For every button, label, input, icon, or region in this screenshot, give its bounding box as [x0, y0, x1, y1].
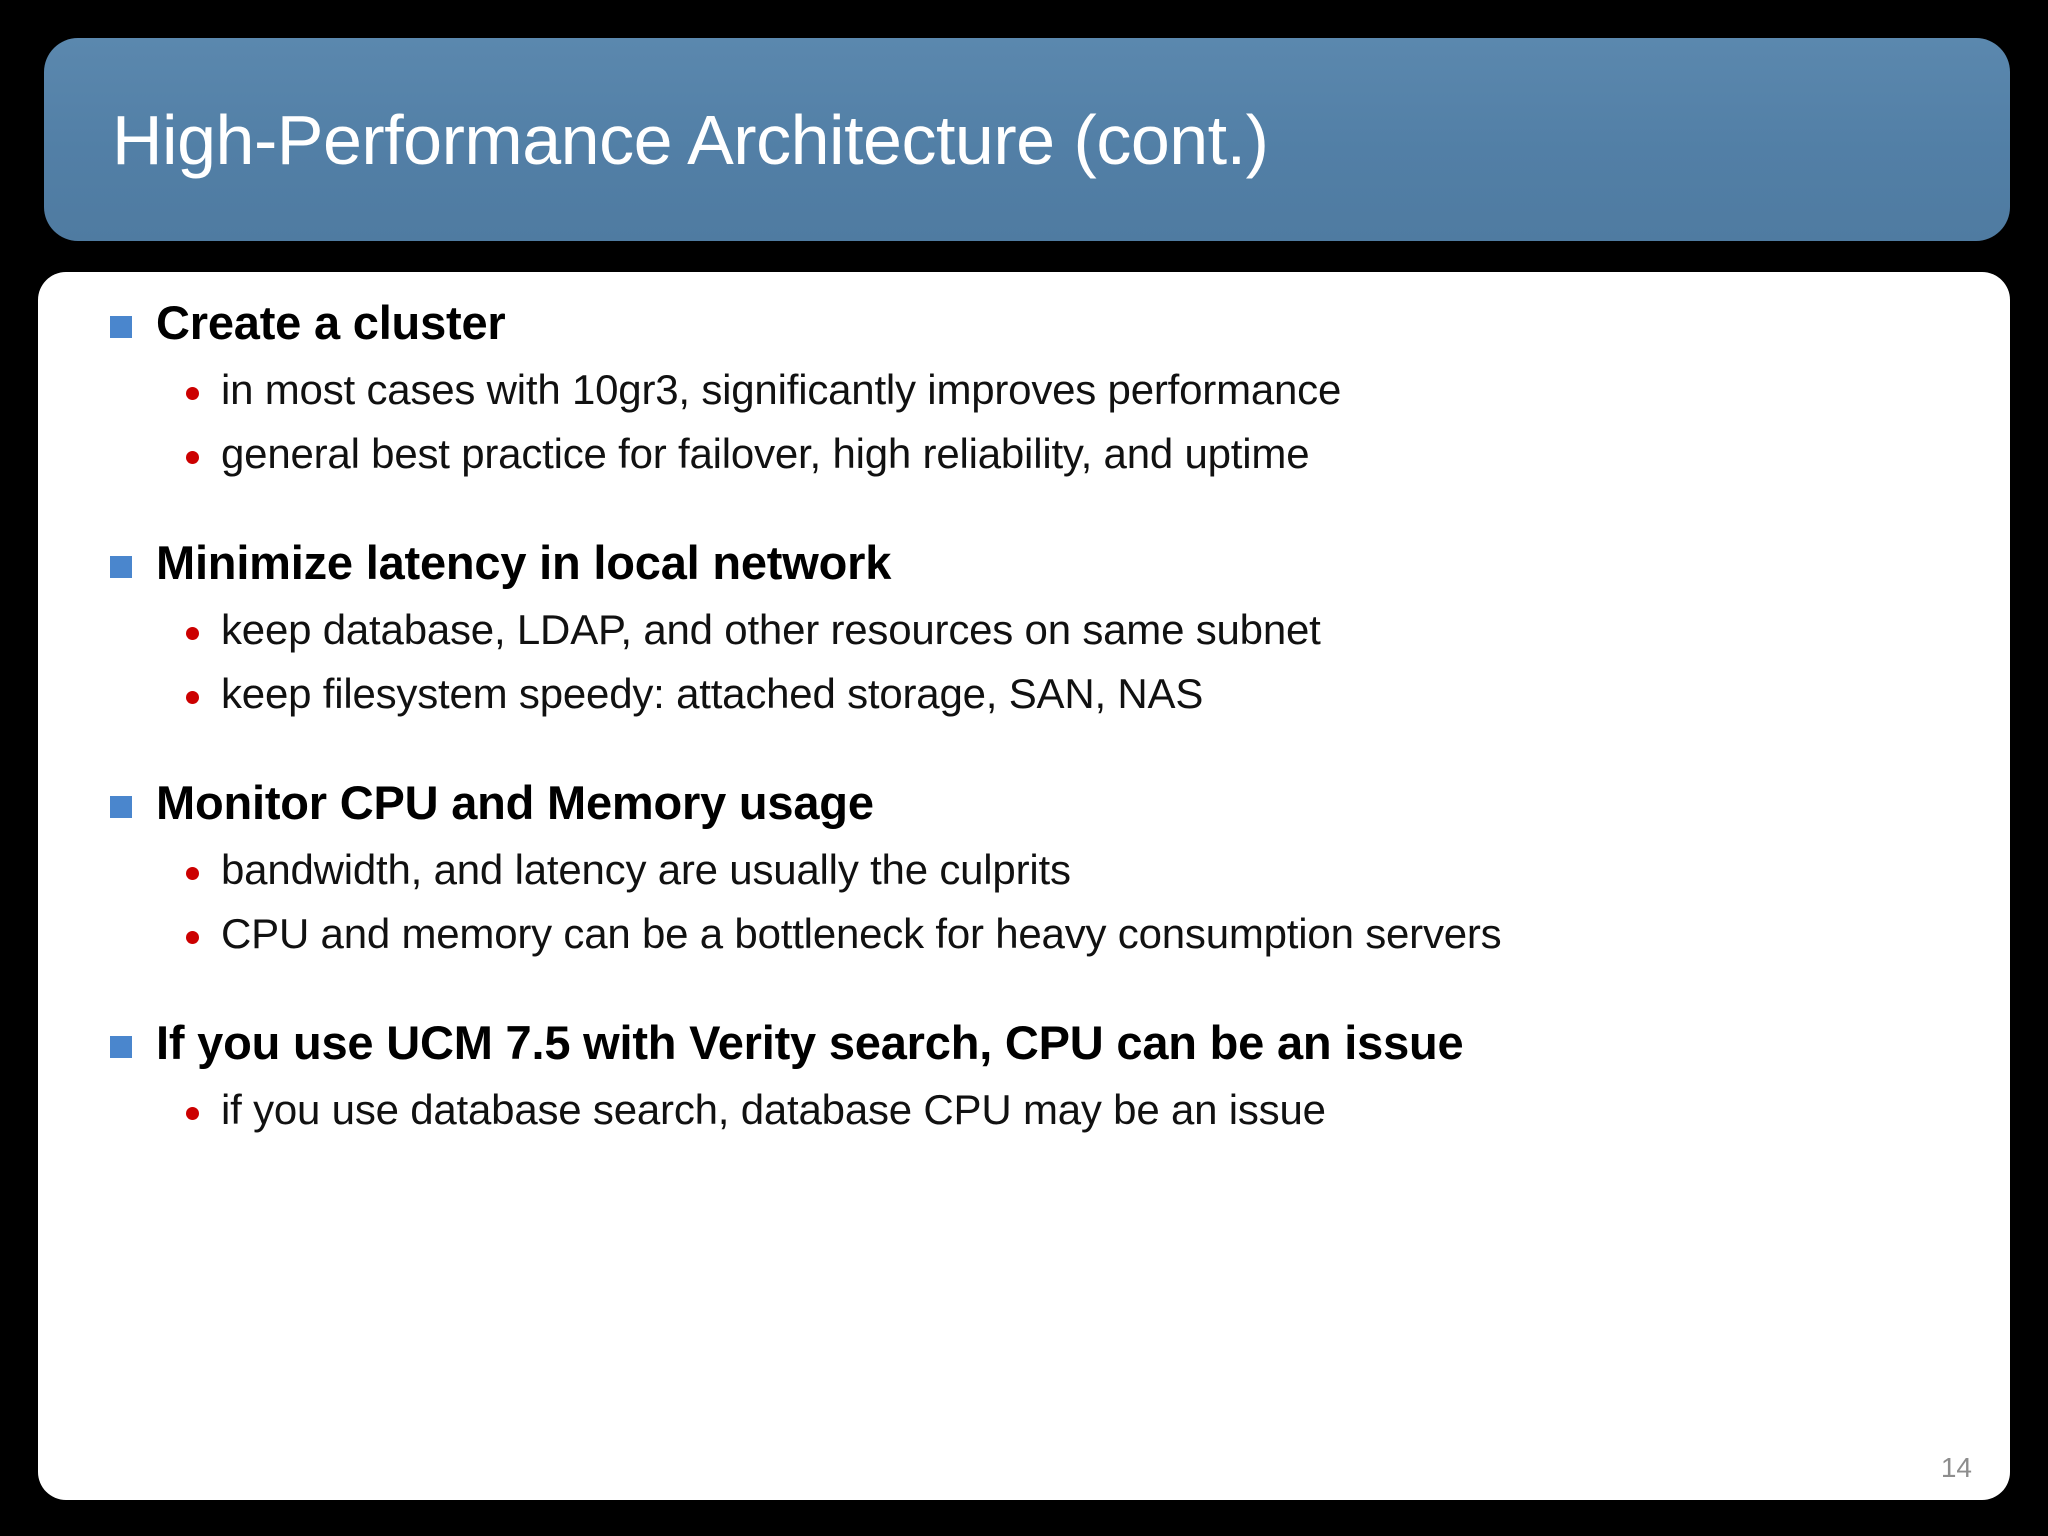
bullet-level2: keep database, LDAP, and other resources… [186, 603, 1986, 658]
slide-title-bar: High-Performance Architecture (cont.) [44, 38, 2010, 241]
bullet-level2: CPU and memory can be a bottleneck for h… [186, 907, 1986, 962]
bullet-level1: Create a cluster [110, 294, 1986, 353]
bullet-level1: If you use UCM 7.5 with Verity search, C… [110, 1014, 1986, 1073]
square-bullet-icon [110, 316, 132, 338]
bullet-group: If you use UCM 7.5 with Verity search, C… [110, 1014, 1986, 1137]
bullet-list: Create a cluster in most cases with 10gr… [110, 294, 1986, 1137]
bullet-level2: bandwidth, and latency are usually the c… [186, 843, 1986, 898]
bullet-level2: if you use database search, database CPU… [186, 1083, 1986, 1138]
bullet-level1-label: Monitor CPU and Memory usage [156, 775, 874, 829]
bullet-level2-label: general best practice for failover, high… [221, 430, 1310, 478]
bullet-group: Create a cluster in most cases with 10gr… [110, 294, 1986, 482]
dot-bullet-icon [186, 931, 199, 945]
bullet-level2: keep filesystem speedy: attached storage… [186, 667, 1986, 722]
bullet-group: Minimize latency in local network keep d… [110, 534, 1986, 722]
dot-bullet-icon [186, 866, 199, 880]
bullet-level2-label: keep filesystem speedy: attached storage… [221, 670, 1204, 718]
dot-bullet-icon [186, 1106, 199, 1120]
bullet-level1: Monitor CPU and Memory usage [110, 774, 1986, 833]
bullet-level2-label: if you use database search, database CPU… [221, 1085, 1326, 1133]
page-number: 14 [1940, 1452, 1972, 1483]
page-title: High-Performance Architecture (cont.) [112, 100, 1269, 179]
square-bullet-icon [110, 1035, 132, 1058]
bullet-group: Monitor CPU and Memory usage bandwidth, … [110, 774, 1986, 962]
bullet-level2-label: CPU and memory can be a bottleneck for h… [221, 910, 1502, 958]
bullet-level1-label: If you use UCM 7.5 with Verity search, C… [156, 1015, 1464, 1069]
dot-bullet-icon [186, 626, 199, 640]
dot-bullet-icon [186, 451, 199, 465]
bullet-level1-label: Create a cluster [156, 296, 506, 349]
slide-content-panel: Create a cluster in most cases with 10gr… [38, 272, 2010, 1500]
bullet-level1-label: Minimize latency in local network [156, 535, 892, 589]
dot-bullet-icon [186, 386, 199, 400]
bullet-level1: Minimize latency in local network [110, 534, 1986, 593]
bullet-level2-label: in most cases with 10gr3, significantly … [221, 365, 1342, 413]
bullet-level2: general best practice for failover, high… [186, 427, 1986, 482]
dot-bullet-icon [186, 691, 199, 705]
bullet-level2: in most cases with 10gr3, significantly … [186, 363, 1986, 418]
bullet-level2-label: keep database, LDAP, and other resources… [221, 605, 1321, 653]
square-bullet-icon [110, 795, 132, 818]
bullet-level2-label: bandwidth, and latency are usually the c… [221, 845, 1071, 893]
square-bullet-icon [110, 555, 132, 578]
